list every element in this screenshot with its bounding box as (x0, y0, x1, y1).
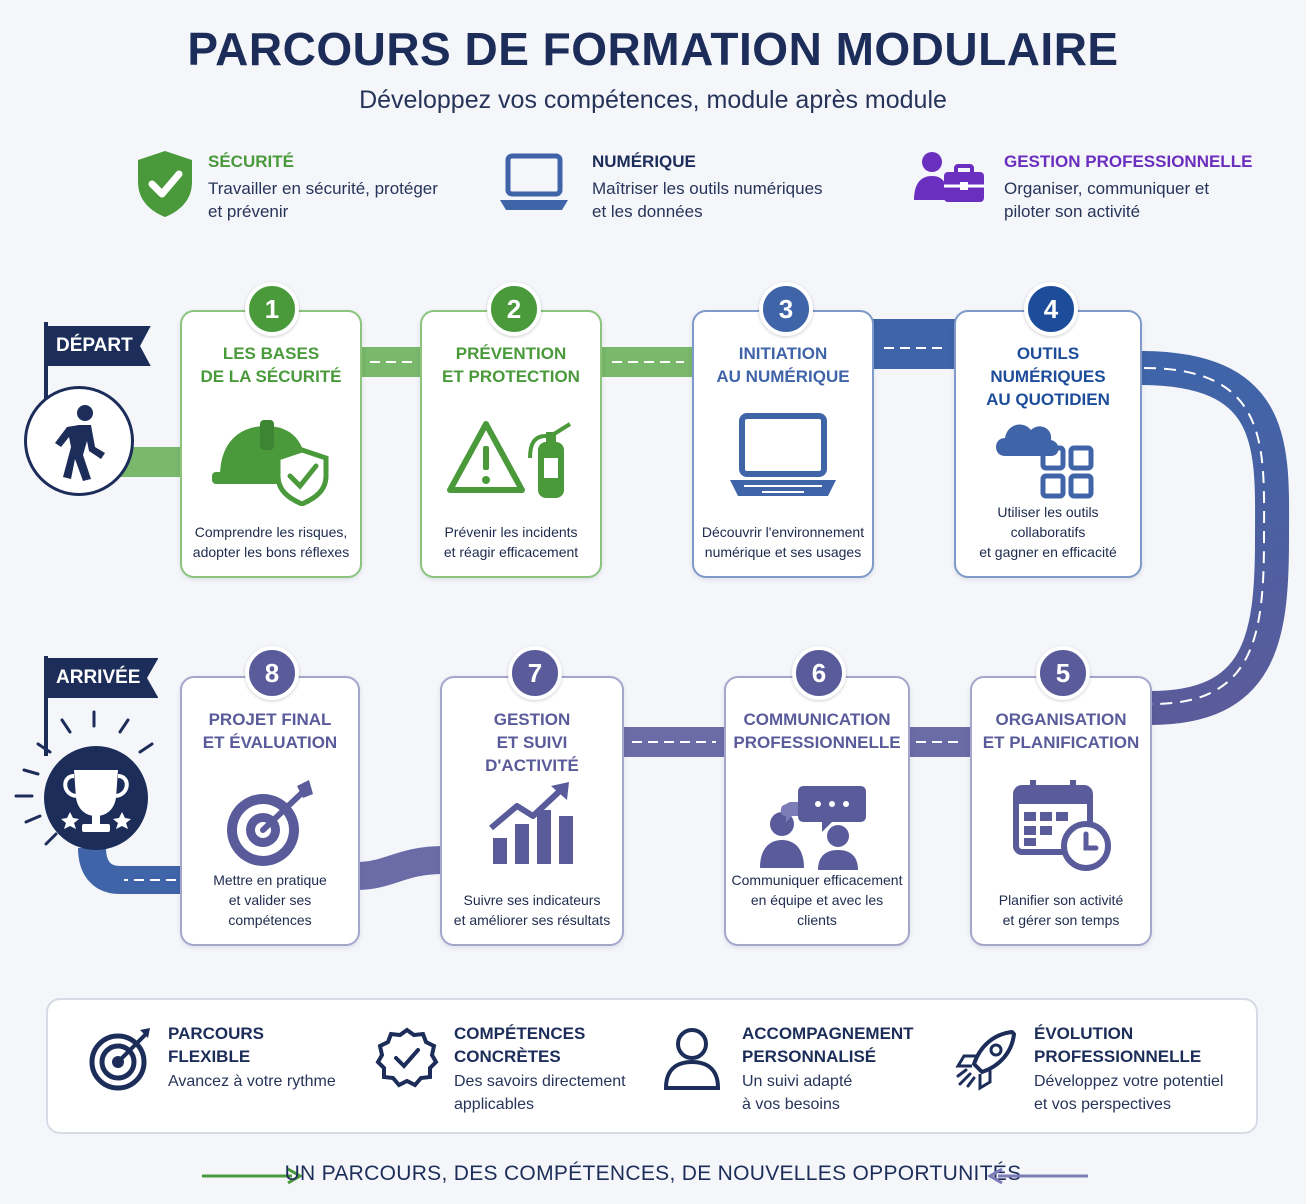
benefit-desc: Un suivi adapté à vos besoins (742, 1073, 853, 1113)
target-icon (89, 1028, 150, 1091)
module-badge-6: 6 (792, 646, 846, 700)
people-briefcase-icon (914, 152, 984, 202)
warning-extinguisher-icon (447, 421, 572, 498)
benefit-desc: Des savoirs directement applicables (454, 1073, 626, 1113)
module-title: LES BASES DE LA SÉCURITÉ (200, 344, 342, 386)
benefit-title: COMPÉTENCES CONCRÈTES (454, 1024, 586, 1066)
start-flag: DÉPART (44, 326, 151, 366)
start-marker (24, 386, 134, 496)
module-card-7[interactable]: GESTION ET SUIVI D'ACTIVITÉ Suivre ses i… (440, 676, 624, 946)
module-desc: Suivre ses indicateurs et améliorer ses … (453, 892, 611, 928)
module-badge-7: 7 (508, 646, 562, 700)
road-turn (1139, 351, 1290, 725)
module-card-8[interactable]: PROJET FINAL ET ÉVALUATION Mettre en pra… (180, 676, 360, 946)
module-badge-2: 2 (487, 282, 541, 336)
shield-check-icon (138, 151, 192, 217)
target-arrow-icon (227, 780, 313, 866)
end-flag-pole (44, 656, 48, 756)
module-title: OUTILS NUMÉRIQUES AU QUOTIDIEN (986, 344, 1110, 409)
people-chat-icon (760, 786, 866, 870)
module-card-1[interactable]: LES BASES DE LA SÉCURITÉ Comprendre les … (180, 310, 362, 578)
walking-person-icon (55, 405, 105, 481)
module-desc: Prévenir les incidents et réagir efficac… (443, 524, 579, 560)
module-badge-4: 4 (1024, 282, 1078, 336)
growth-chart-icon (489, 782, 573, 864)
module-desc: Comprendre les risques, adopter les bons… (192, 524, 350, 560)
category-desc: Maîtriser les outils numériques et les d… (592, 179, 823, 221)
rocket-icon (955, 1030, 1016, 1091)
category-title: SÉCURITÉ (208, 152, 294, 171)
laptop-icon (500, 153, 568, 210)
module-badge-8: 8 (245, 646, 299, 700)
benefit-title: ÉVOLUTION PROFESSIONNELLE (1034, 1024, 1202, 1066)
page-subtitle: Développez vos compétences, module après… (359, 86, 947, 114)
cloud-apps-icon (996, 424, 1094, 499)
module-desc: Communiquer efficacement en équipe et av… (731, 872, 903, 928)
module-desc: Planifier son activité et gérer son temp… (998, 892, 1124, 928)
arrow-right-icon (202, 1167, 303, 1185)
badge-check-icon (375, 1027, 439, 1088)
trophy-icon (61, 770, 131, 832)
trophy-marker (14, 710, 154, 850)
module-card-4[interactable]: OUTILS NUMÉRIQUES AU QUOTIDIEN Utiliser … (954, 310, 1142, 578)
end-flag: ARRIVÉE (44, 658, 159, 698)
module-card-3[interactable]: INITIATION AU NUMÉRIQUE Découvrir l'envi… (692, 310, 874, 578)
page-title: PARCOURS DE FORMATION MODULAIRE (187, 23, 1119, 75)
module-desc: Découvrir l'environnement numérique et s… (701, 524, 865, 560)
user-icon (663, 1028, 721, 1090)
module-badge-5: 5 (1036, 646, 1090, 700)
benefit-title: ACCOMPAGNEMENT PERSONNALISÉ (742, 1024, 914, 1066)
module-title: INITIATION AU NUMÉRIQUE (716, 344, 850, 386)
module-card-5[interactable]: ORGANISATION ET PLANIFICATION Planifier … (970, 676, 1152, 946)
module-title: PROJET FINAL ET ÉVALUATION (202, 710, 338, 752)
road-segment (78, 847, 182, 894)
benefit-desc: Développez votre potentiel et vos perspe… (1034, 1073, 1224, 1113)
road-segment (355, 846, 445, 890)
arrow-left-icon (987, 1167, 1088, 1185)
module-title: GESTION ET SUIVI D'ACTIVITÉ (485, 710, 579, 775)
module-title: ORGANISATION ET PLANIFICATION (982, 710, 1140, 752)
category-desc: Travailler en sécurité, protéger et prév… (208, 179, 438, 221)
module-desc: Mettre en pratique et valider ses compét… (213, 872, 327, 928)
calendar-clock-icon (1013, 780, 1111, 871)
module-badge-3: 3 (759, 282, 813, 336)
module-title: PRÉVENTION ET PROTECTION (442, 344, 580, 386)
footer-tagline: UN PARCOURS, DES COMPÉTENCES, DE NOUVELL… (284, 1162, 1022, 1185)
module-desc: Utiliser les outils collaboratifs et gag… (979, 504, 1117, 560)
benefits-panel: PARCOURS FLEXIBLE Avancez à votre rythme… (46, 998, 1258, 1134)
category-title: NUMÉRIQUE (592, 152, 696, 171)
laptop-icon (730, 413, 836, 496)
category-title: GESTION PROFESSIONNELLE (1004, 152, 1253, 171)
module-badge-1: 1 (245, 282, 299, 336)
benefit-desc: Avancez à votre rythme (168, 1073, 336, 1090)
module-card-6[interactable]: COMMUNICATION PROFESSIONNELLE Communique… (724, 676, 910, 946)
helmet-shield-icon (212, 420, 329, 506)
module-title: COMMUNICATION PROFESSIONNELLE (733, 710, 901, 752)
benefit-title: PARCOURS FLEXIBLE (168, 1024, 265, 1066)
category-desc: Organiser, communiquer et piloter son ac… (1004, 179, 1210, 221)
module-card-2[interactable]: PRÉVENTION ET PROTECTION Prévenir les in… (420, 310, 602, 578)
